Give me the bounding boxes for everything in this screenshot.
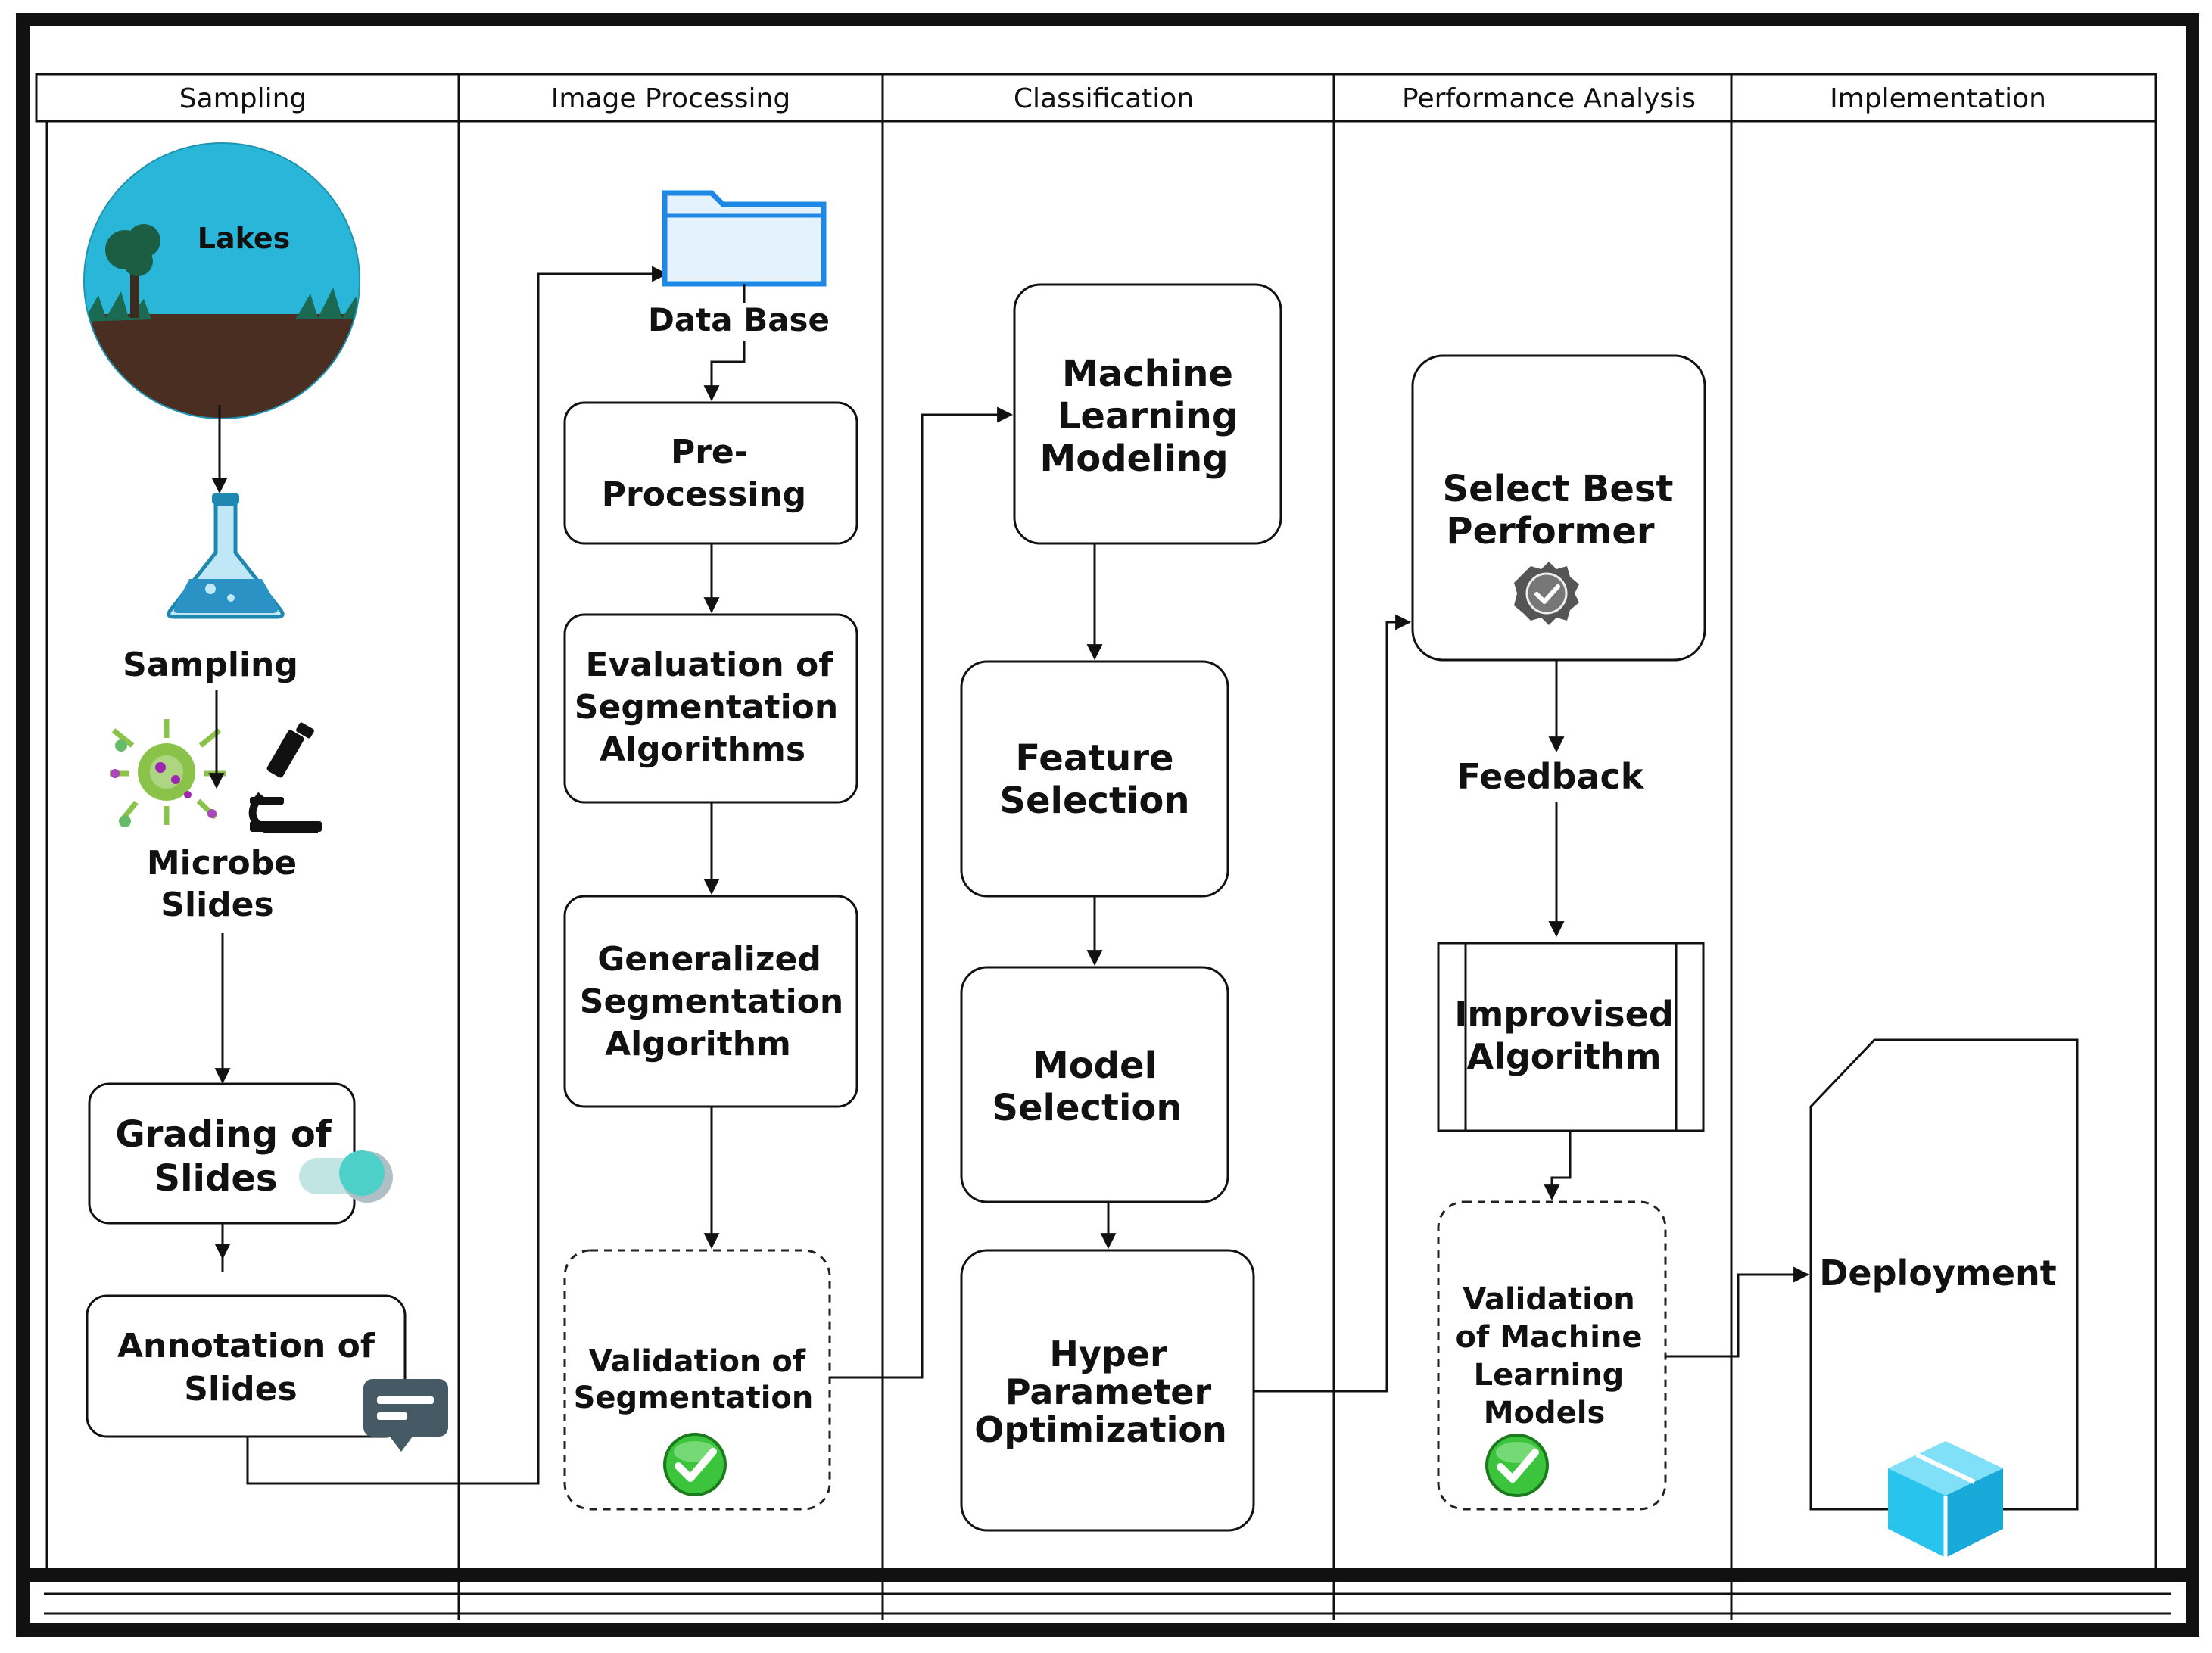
badge-icon: [1514, 562, 1579, 625]
lakes-label: Lakes: [198, 222, 291, 255]
arrow-annotation-to-database: [246, 266, 668, 1485]
validation-ml-line4: Models: [1484, 1396, 1606, 1430]
grading-box-line2: Slides: [154, 1157, 278, 1200]
swimlane-grid: [35, 73, 2157, 1620]
feature-selection-line1: Feature: [1015, 737, 1173, 780]
generalized-line2: Segmentation: [580, 982, 843, 1021]
lane-title-image-processing: Image Processing: [551, 83, 790, 114]
microbe-label-line1: Microbe: [147, 844, 297, 883]
feature-selection-line2: Selection: [999, 780, 1189, 822]
hyper-parameter-line1: Hyper: [1049, 1334, 1167, 1374]
arrow-database-to-preprocessing: [703, 341, 746, 402]
validation-ml-line3: Learning: [1474, 1358, 1625, 1393]
validation-seg-line1: Validation of: [589, 1344, 806, 1379]
lane-title-performance-analysis: Performance Analysis: [1402, 83, 1696, 114]
model-selection-box[interactable]: Model Selection: [960, 966, 1229, 1203]
arrow-improvised-to-validation-ml: [1544, 1131, 1572, 1201]
preprocessing-line2: Processing: [602, 475, 806, 514]
hyper-parameter-box[interactable]: Hyper Parameter Optimization: [960, 1249, 1255, 1532]
preprocessing-line1: Pre-: [671, 433, 748, 472]
validation-ml-line2: of Machine: [1455, 1320, 1642, 1355]
model-selection-line2: Selection: [992, 1087, 1182, 1129]
lane-title-sampling: Sampling: [179, 83, 307, 114]
annotation-box-line2: Slides: [184, 1370, 297, 1409]
package-box-icon: [1888, 1441, 2003, 1558]
ml-modeling-box[interactable]: Machine Learning Modeling: [1013, 283, 1282, 545]
check-icon: [663, 1433, 727, 1496]
validation-of-segmentation-box[interactable]: Validation of Segmentation: [563, 1249, 831, 1511]
ml-modeling-line3: Modeling: [1039, 437, 1228, 480]
preprocessing-box[interactable]: Pre- Processing: [563, 401, 858, 545]
sampling-label: Sampling: [123, 646, 298, 684]
generalized-line1: Generalized: [597, 940, 821, 979]
select-best-line2: Performer: [1446, 510, 1655, 553]
slide-token-icon: [299, 1150, 393, 1203]
database-label: Data Base: [648, 301, 830, 338]
evaluation-line2: Segmentation: [575, 688, 838, 727]
check-icon: [1485, 1434, 1549, 1497]
chat-icon: [363, 1379, 448, 1452]
folder-icon: [662, 190, 827, 287]
model-selection-line1: Model: [1033, 1044, 1157, 1087]
flask-icon: [167, 493, 285, 619]
validation-ml-models-box[interactable]: Validation of Machine Learning Models: [1437, 1200, 1667, 1511]
evaluation-line1: Evaluation of: [586, 646, 834, 684]
feature-selection-box[interactable]: Feature Selection: [960, 660, 1229, 898]
deployment-card[interactable]: Deployment: [1809, 1038, 2079, 1511]
annotation-box-line1: Annotation of: [117, 1327, 375, 1365]
validation-seg-line2: Segmentation: [574, 1381, 814, 1415]
select-best-line1: Select Best: [1443, 468, 1674, 510]
generalized-segmentation-box[interactable]: Generalized Segmentation Algorithm: [563, 895, 858, 1108]
microscope-icon: [248, 722, 322, 833]
hyper-parameter-line2: Parameter: [1005, 1371, 1212, 1412]
arrow-validation-to-ml-modeling: [830, 406, 1014, 1379]
generalized-line3: Algorithm: [605, 1025, 791, 1063]
grading-box-line1: Grading of: [115, 1113, 332, 1156]
arrow-hyper-to-select-best: [1254, 614, 1412, 1393]
arrow-validation-ml-to-deployment: [1665, 1266, 1810, 1358]
hyper-parameter-line3: Optimization: [974, 1409, 1226, 1450]
improvised-line1: Improvised: [1454, 994, 1674, 1035]
lane-title-classification: Classification: [1014, 83, 1194, 114]
annotation-of-slides-box[interactable]: Annotation of Slides: [86, 1294, 407, 1438]
evaluation-line3: Algorithms: [600, 730, 805, 769]
deployment-label: Deployment: [1819, 1253, 2057, 1293]
improvised-algorithm-box[interactable]: Improvised Algorithm: [1437, 942, 1705, 1132]
evaluation-segmentation-box[interactable]: Evaluation of Segmentation Algorithms: [563, 613, 858, 804]
grading-of-slides-box[interactable]: Grading of Slides: [88, 1082, 356, 1225]
microbe-icon: [110, 719, 226, 827]
validation-ml-line1: Validation: [1463, 1282, 1635, 1317]
select-best-performer-box[interactable]: Select Best Performer: [1411, 354, 1706, 662]
ml-modeling-line1: Machine: [1062, 353, 1233, 395]
microbe-label-line2: Slides: [160, 886, 273, 924]
feedback-label: Feedback: [1457, 756, 1645, 797]
ml-modeling-line2: Learning: [1058, 395, 1238, 437]
lane-title-implementation: Implementation: [1830, 83, 2046, 114]
improvised-line2: Algorithm: [1466, 1036, 1661, 1077]
